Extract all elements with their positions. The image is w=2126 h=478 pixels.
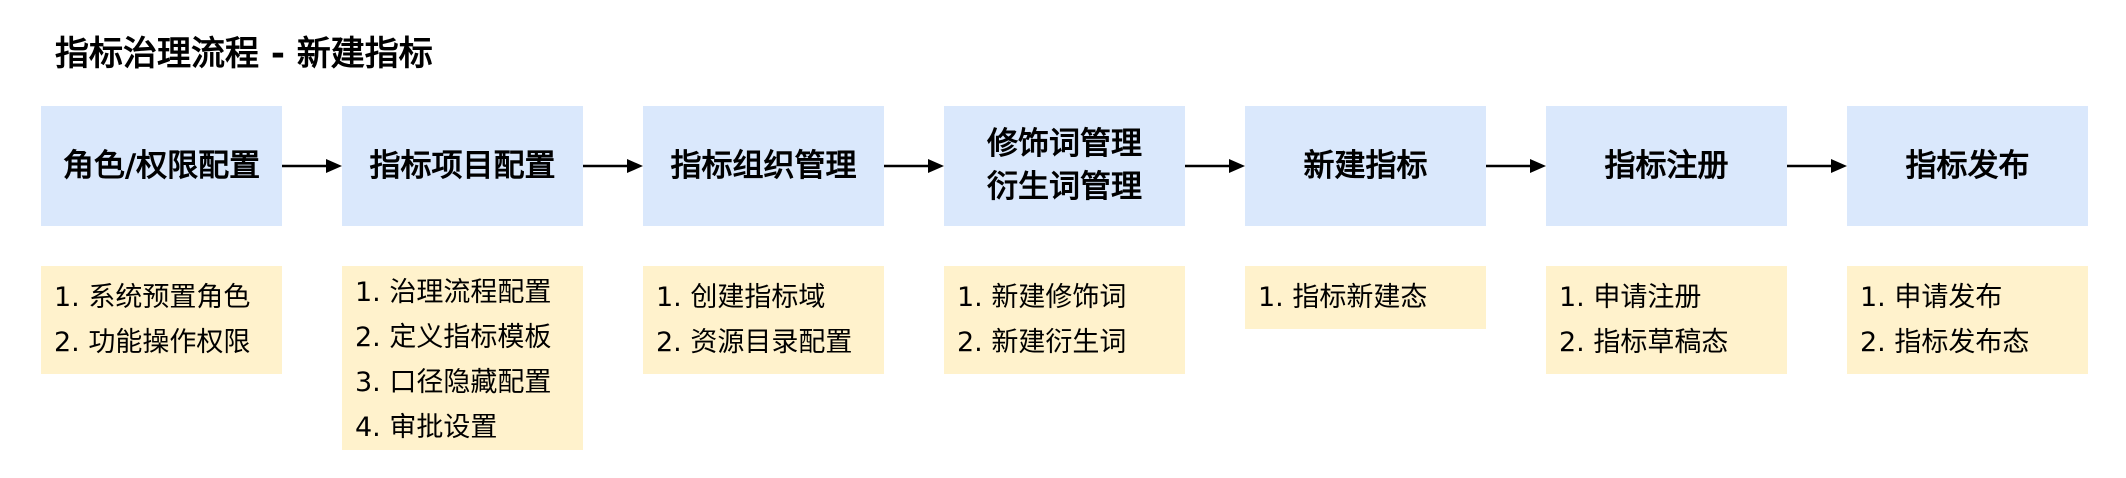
step-metric-publish: 指标发布 xyxy=(1847,106,2088,226)
step-notes: 1. 治理流程配置 2. 定义指标模板 3. 口径隐藏配置 4. 审批设置 xyxy=(342,266,583,450)
step-label: 指标发布 xyxy=(1905,147,2030,184)
note-item: 2. 新建衍生词 xyxy=(957,327,1127,358)
note-item: 2. 功能操作权限 xyxy=(54,327,251,358)
step-label: 角色/权限配置 xyxy=(62,147,261,184)
step-role-permission-config: 角色/权限配置 xyxy=(41,106,282,226)
note-item: 1. 创建指标域 xyxy=(656,282,826,313)
step-label: 指标注册 xyxy=(1604,147,1729,184)
note-item: 1. 申请注册 xyxy=(1559,282,1702,313)
step-notes: 1. 新建修饰词 2. 新建衍生词 xyxy=(944,266,1185,374)
arrow-2-to-3 xyxy=(583,159,643,173)
note-item: 1. 新建修饰词 xyxy=(957,282,1127,313)
note-item: 1. 治理流程配置 xyxy=(355,277,552,308)
note-item: 4. 审批设置 xyxy=(355,412,498,443)
step-metric-registration: 指标注册 xyxy=(1546,106,1787,226)
step-create-metric: 新建指标 xyxy=(1245,106,1486,226)
note-item: 1. 指标新建态 xyxy=(1258,282,1428,313)
step-notes: 1. 指标新建态 xyxy=(1245,266,1486,329)
page-title: 指标治理流程 - 新建指标 xyxy=(55,34,433,74)
step-label: 修饰词管理 xyxy=(987,126,1142,162)
step-notes: 1. 创建指标域 2. 资源目录配置 xyxy=(643,266,884,374)
note-item: 2. 资源目录配置 xyxy=(656,327,853,358)
step-metric-org-management: 指标组织管理 xyxy=(643,106,884,226)
step-notes: 1. 系统预置角色 2. 功能操作权限 xyxy=(41,266,282,374)
arrow-4-to-5 xyxy=(1185,159,1245,173)
arrow-3-to-4 xyxy=(884,159,944,173)
step-metric-project-config: 指标项目配置 xyxy=(342,106,583,226)
note-item: 2. 指标草稿态 xyxy=(1559,327,1729,358)
step-label: 新建指标 xyxy=(1303,147,1428,184)
arrow-5-to-6 xyxy=(1486,159,1546,173)
step-label: 衍生词管理 xyxy=(987,169,1142,205)
arrow-6-to-7 xyxy=(1787,159,1847,173)
step-label: 指标项目配置 xyxy=(369,147,556,184)
step-notes: 1. 申请注册 2. 指标草稿态 xyxy=(1546,266,1787,374)
step-notes: 1. 申请发布 2. 指标发布态 xyxy=(1847,266,2088,374)
step-modifier-derived-management: 修饰词管理 衍生词管理 xyxy=(944,106,1185,226)
note-item: 2. 定义指标模板 xyxy=(355,322,552,353)
note-item: 1. 申请发布 xyxy=(1860,282,2003,313)
note-item: 2. 指标发布态 xyxy=(1860,327,2030,358)
arrow-1-to-2 xyxy=(282,159,342,173)
step-label: 指标组织管理 xyxy=(670,147,857,184)
note-item: 1. 系统预置角色 xyxy=(54,282,251,313)
note-item: 3. 口径隐藏配置 xyxy=(355,367,552,398)
